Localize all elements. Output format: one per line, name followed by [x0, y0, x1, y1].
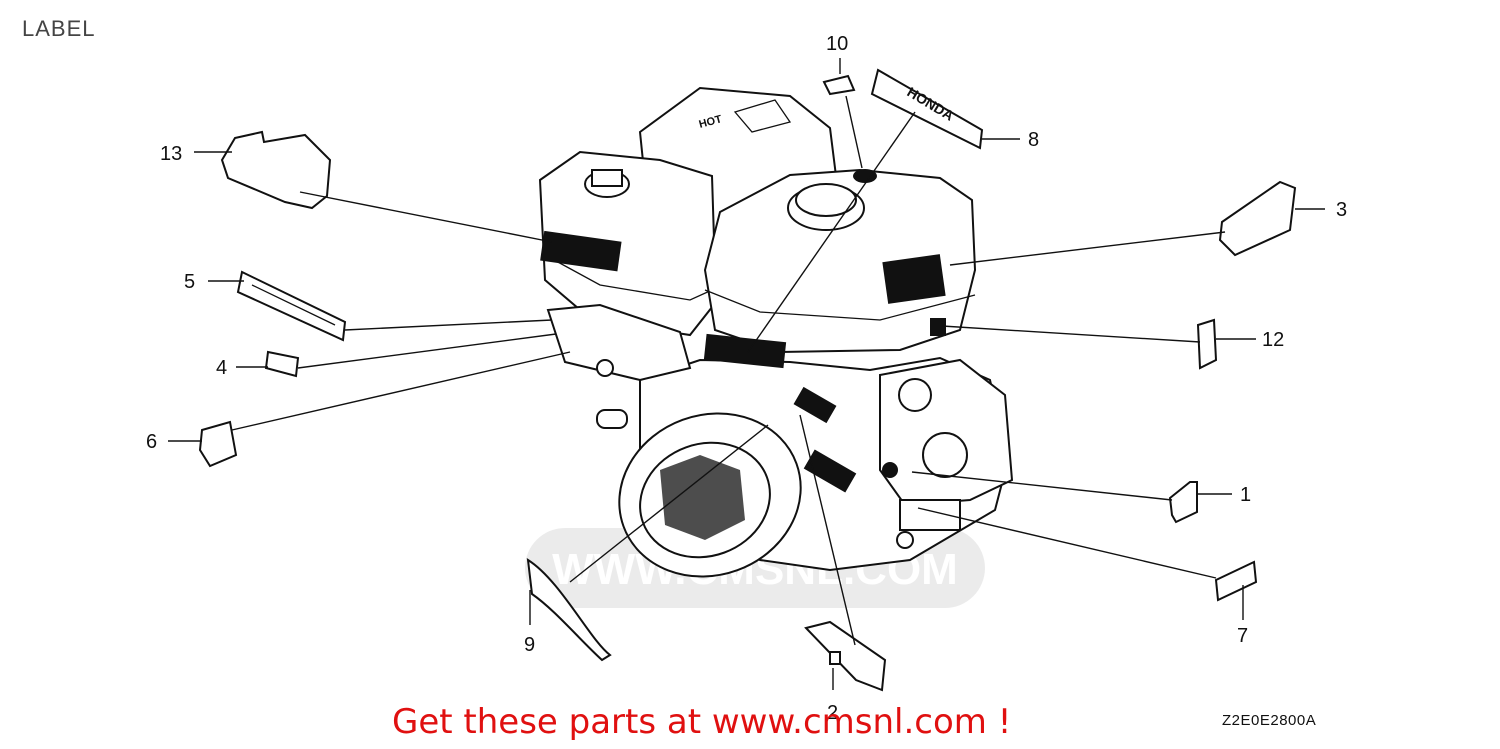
- part-5-label[interactable]: [236, 270, 347, 342]
- part-4-label[interactable]: [264, 350, 300, 378]
- svg-text:HOT: HOT: [698, 113, 724, 131]
- callout-13: 13: [160, 143, 182, 165]
- page-title: LABEL: [22, 16, 96, 41]
- engine-drawing: HOT: [538, 86, 1014, 578]
- part-9-label[interactable]: [526, 558, 612, 662]
- part-10-label[interactable]: [822, 74, 856, 96]
- callout-1: 1: [1240, 484, 1251, 506]
- part-13-label[interactable]: [220, 130, 332, 210]
- part-1-label[interactable]: [1168, 481, 1198, 524]
- callout-10: 10: [826, 33, 848, 55]
- diagram-reference-code: Z2E0E2800A: [1222, 712, 1317, 729]
- callout-12: 12: [1262, 329, 1284, 351]
- leader-lines: [168, 58, 1325, 690]
- part-2-label[interactable]: [804, 620, 887, 692]
- callout-3: 3: [1336, 199, 1347, 221]
- callout-2: 2: [827, 702, 838, 724]
- callout-4: 4: [216, 357, 227, 379]
- callout-6: 6: [146, 431, 157, 453]
- callout-8: 8: [1028, 129, 1039, 151]
- callout-9: 9: [524, 634, 535, 656]
- part-8-honda-label[interactable]: HONDA: [870, 68, 984, 150]
- callout-numbers: 1 2 3 4 5 6 7 8 9 10 12 13: [146, 33, 1347, 724]
- callout-5: 5: [184, 271, 195, 293]
- promo-link[interactable]: Get these parts at www.cmsnl.com !: [392, 702, 1012, 742]
- part-12-label[interactable]: [1196, 318, 1218, 370]
- part-7-label[interactable]: [1214, 560, 1258, 602]
- part-6-label[interactable]: [198, 420, 238, 468]
- part-3-label[interactable]: [1218, 180, 1297, 257]
- callout-7: 7: [1237, 625, 1248, 647]
